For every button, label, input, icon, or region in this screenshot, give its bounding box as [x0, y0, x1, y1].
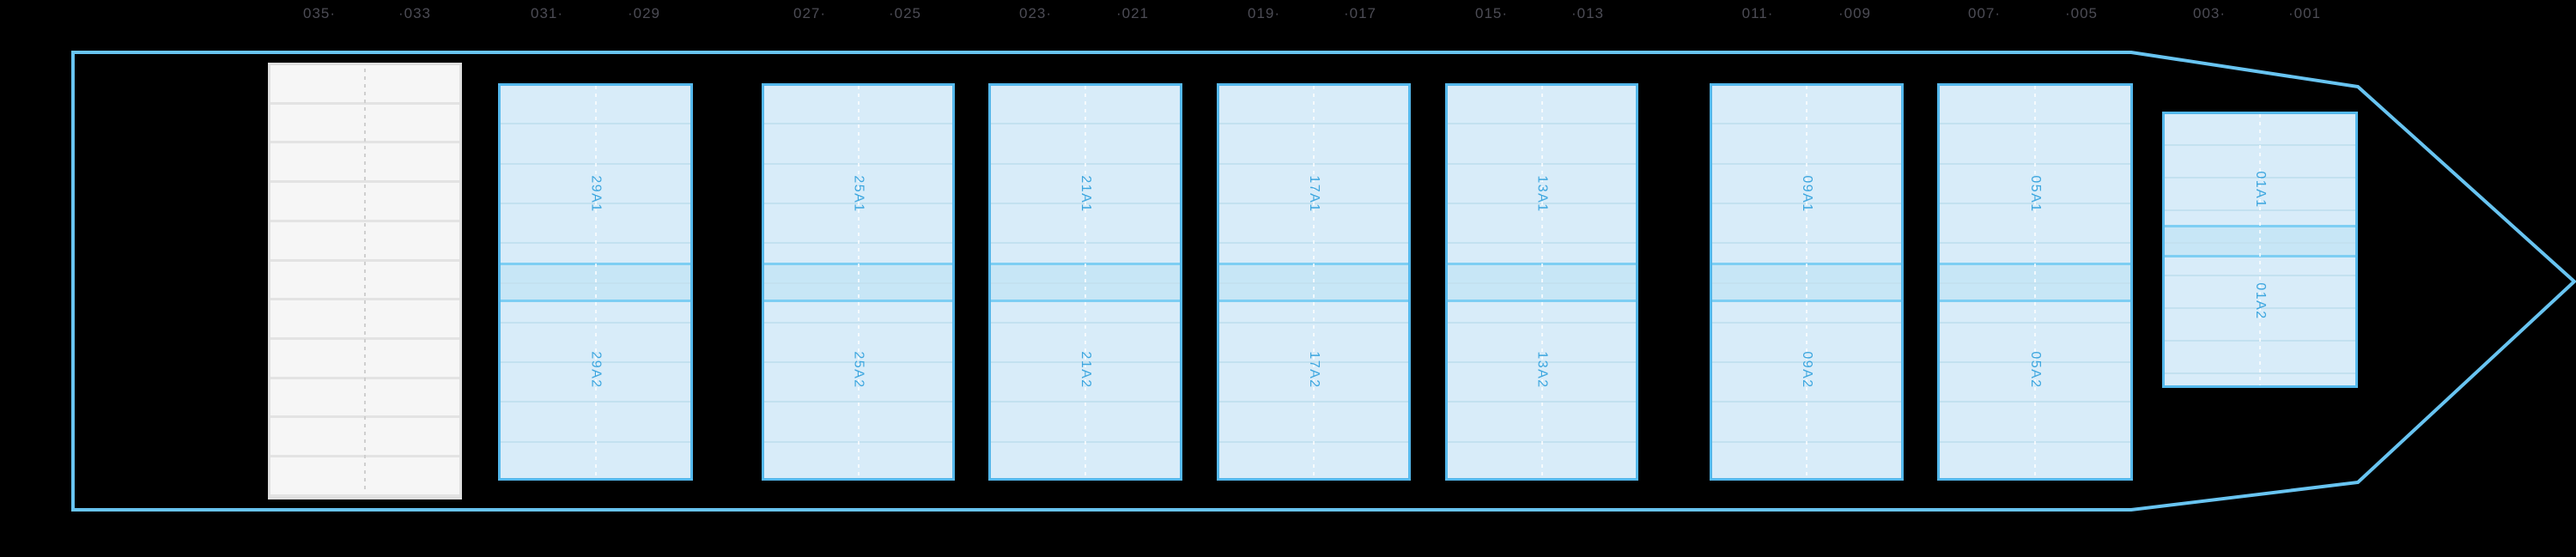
bay-block-13[interactable]: 13A1 13A2 [1445, 83, 1638, 481]
bay-01-centerline-dash [2259, 114, 2261, 385]
hull-outline-path [71, 51, 2576, 512]
bay-number-label-007: 007· [1967, 5, 2002, 21]
bay-13-centerline-dash [1540, 86, 1543, 478]
bay-label-13A1: 13A1 [1534, 175, 1550, 213]
grid-row[interactable] [270, 457, 459, 497]
bay-number-label-031: 031· [530, 5, 564, 21]
bay-label-09A1: 09A1 [1800, 175, 1814, 213]
bay-number-label-011: 011· [1741, 5, 1774, 21]
bay-number-label-001: ·001 [2287, 5, 2322, 21]
bay-block-01[interactable]: 01A1 01A2 [2162, 112, 2358, 388]
bay-label-29A1: 29A1 [588, 175, 604, 213]
bay-number-label-017: ·017 [1343, 5, 1377, 21]
bay-number-label-025: ·025 [888, 5, 922, 21]
bay-label-17A1: 17A1 [1307, 175, 1321, 213]
bay-label-09A2: 09A2 [1800, 350, 1814, 389]
bay-label-01A2: 01A2 [2253, 282, 2268, 320]
bay-block-05[interactable]: 05A1 05A2 [1937, 83, 2133, 481]
grid-centerline-dash [364, 69, 366, 493]
bay-block-21[interactable]: 21A1 21A2 [988, 83, 1182, 481]
bay-number-label-023: 023· [1018, 5, 1053, 21]
bay-05-centerline-dash [2034, 86, 2036, 478]
bay-label-13A2: 13A2 [1534, 350, 1550, 389]
bay-number-label-021: ·021 [1115, 5, 1150, 21]
bay-label-29A2: 29A2 [588, 350, 604, 389]
bay-number-label-003: 003· [2192, 5, 2227, 21]
bay-number-label-033: ·033 [398, 5, 432, 21]
bay-number-label-029: ·029 [627, 5, 661, 21]
bay-number-label-027: 027· [793, 5, 827, 21]
bay-number-label-015: 015· [1474, 5, 1509, 21]
bay-label-01A1: 01A1 [2253, 170, 2268, 209]
bay-25-centerline-dash [857, 86, 860, 478]
bay-number-label-019: 019· [1247, 5, 1281, 21]
bay-label-21A1: 21A1 [1078, 175, 1093, 213]
bay-number-label-009: ·009 [1838, 5, 1872, 21]
bay-29-centerline-dash [594, 86, 597, 478]
bay-21-centerline-dash [1084, 86, 1086, 478]
bay-number-label-013: ·013 [1571, 5, 1605, 21]
midship-grid[interactable] [268, 63, 462, 499]
bay-label-05A1: 05A1 [2028, 175, 2043, 213]
bay-label-25A1: 25A1 [851, 175, 866, 213]
bay-block-09[interactable]: 09A1 09A2 [1710, 83, 1904, 481]
bay-block-25[interactable]: 25A1 25A2 [762, 83, 955, 481]
bay-block-29[interactable]: 29A1 29A2 [498, 83, 693, 481]
bay-number-label-005: ·005 [2064, 5, 2099, 21]
bay-09-centerline-dash [1806, 86, 1807, 478]
bay-block-17[interactable]: 17A1 17A2 [1217, 83, 1411, 481]
bay-label-05A2: 05A2 [2028, 350, 2043, 389]
bay-number-label-035: 035· [302, 5, 337, 21]
bay-17-centerline-dash [1313, 86, 1315, 478]
bay-label-21A2: 21A2 [1078, 350, 1093, 389]
bay-label-25A2: 25A2 [851, 350, 866, 389]
bay-label-17A2: 17A2 [1307, 350, 1321, 389]
